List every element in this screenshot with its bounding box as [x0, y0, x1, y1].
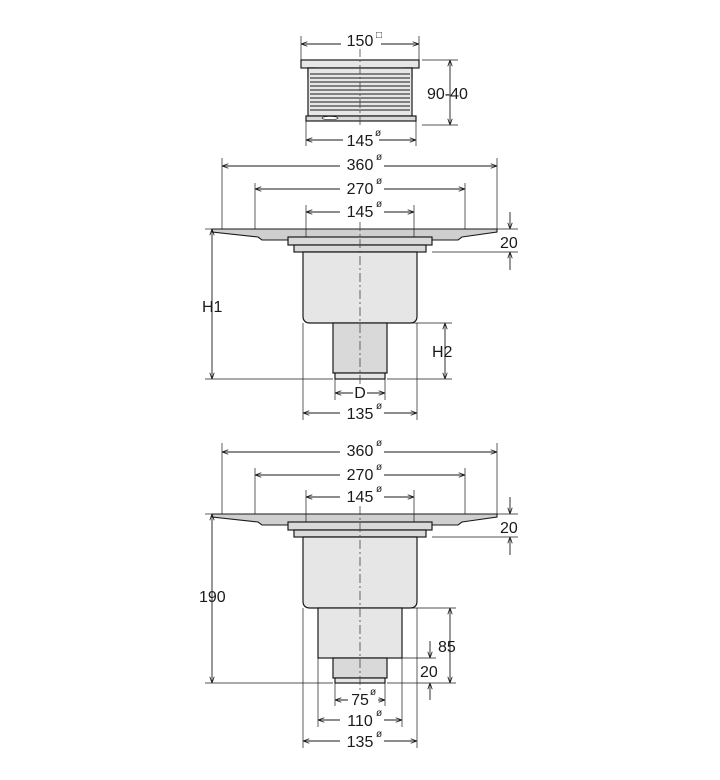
middle-inner-label: 145 [347, 204, 374, 221]
middle-inner-mark: ø [376, 199, 382, 210]
insert-base-ring [305, 115, 417, 122]
bottom-base-label: 135 [347, 734, 374, 751]
bottom-d75-mark: ø [370, 687, 376, 698]
top-width-label: 150 [347, 33, 374, 50]
bottom-height-label: 190 [199, 589, 226, 606]
bottom-outer-label: 360 [347, 443, 374, 460]
bottom-inner-mark: ø [376, 484, 382, 495]
insert-threaded-body [307, 67, 413, 117]
bottom-mid-mark: ø [376, 462, 382, 473]
middle-h2-label: H2 [432, 344, 453, 361]
middle-outer-label: 360 [347, 157, 374, 174]
middle-base-mark: ø [376, 401, 382, 412]
top-view: 150 □ 90-40 145 ø [300, 30, 468, 150]
bottom-thickness-label: 20 [500, 520, 518, 537]
middle-base-label: 135 [347, 406, 374, 423]
middle-thickness-label: 20 [500, 235, 518, 252]
bottom-inner-label: 145 [347, 489, 374, 506]
top-bottom-mark: ø [375, 128, 381, 139]
middle-mid-mark: ø [376, 176, 382, 187]
bottom-outer-mark: ø [376, 438, 382, 449]
bottom-d75-label: 75 [351, 692, 369, 709]
middle-d-label: D [354, 385, 366, 402]
middle-outer-mark: ø [376, 152, 382, 163]
top-height-label: 90-40 [427, 86, 468, 103]
bottom-h85-label: 85 [438, 639, 456, 656]
bottom-view: 360 ø 270 ø 145 ø 20 190 85 [199, 438, 518, 751]
bottom-base-mark: ø [376, 729, 382, 740]
bottom-mid-label: 270 [347, 467, 374, 484]
middle-mid-label: 270 [347, 181, 374, 198]
middle-view: 360 ø 270 ø 145 ø 20 H1 H2 [202, 152, 518, 423]
top-bottom-label: 145 [347, 133, 374, 150]
top-width-mark: □ [376, 30, 382, 41]
middle-h1-label: H1 [202, 299, 223, 316]
bottom-d110-label: 110 [347, 713, 373, 730]
bottom-h20-label: 20 [420, 664, 438, 681]
bottom-d110-mark: ø [376, 708, 382, 719]
